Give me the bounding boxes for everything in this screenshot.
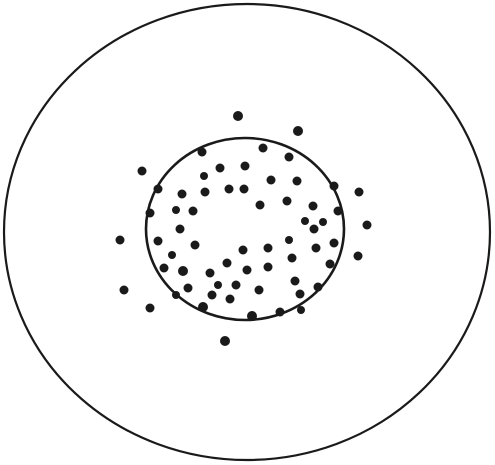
particle-dot: [172, 291, 180, 299]
particle-dot: [326, 260, 335, 269]
particle-dot: [243, 266, 252, 275]
particle-dot: [296, 290, 305, 299]
particle-dot: [232, 281, 241, 290]
particle-dot: [138, 167, 147, 176]
particle-dot: [146, 304, 155, 313]
particle-dot: [312, 244, 321, 253]
particle-group: [116, 111, 372, 346]
particle-dot: [288, 254, 297, 263]
particle-dot: [355, 188, 364, 197]
particle-dot: [309, 202, 318, 211]
particle-dot: [255, 286, 264, 295]
particle-dot: [259, 144, 268, 153]
particle-dot: [178, 266, 188, 276]
particle-dot: [310, 225, 319, 234]
particle-dot: [146, 209, 155, 218]
particle-dot: [172, 206, 180, 214]
particle-dot: [330, 239, 339, 248]
particle-dot: [176, 225, 185, 234]
particle-dot: [319, 218, 327, 226]
particle-dot: [276, 308, 285, 317]
particle-dot: [200, 172, 208, 180]
particle-dot: [206, 269, 215, 278]
particle-dot: [267, 176, 276, 185]
particle-dot: [208, 291, 217, 300]
particle-dot: [226, 295, 235, 304]
particle-dot: [363, 221, 372, 230]
particle-dot: [283, 197, 292, 206]
particle-dot: [216, 164, 225, 173]
particle-dot: [198, 302, 208, 312]
particle-dot: [168, 251, 176, 259]
particle-dot: [264, 263, 273, 272]
particle-dot: [247, 311, 257, 321]
particle-dot: [285, 236, 293, 244]
particle-dot: [220, 336, 230, 346]
particle-dot: [291, 277, 300, 286]
particle-dot: [184, 284, 193, 293]
particle-dot: [160, 264, 169, 273]
particle-dot: [233, 111, 243, 121]
outer-circle: [4, 4, 490, 460]
particle-dot: [256, 201, 265, 210]
particle-dot: [116, 236, 125, 245]
particle-dot: [178, 190, 187, 199]
particle-dot: [301, 217, 309, 225]
particle-dot: [225, 185, 234, 194]
particle-dot: [240, 185, 249, 194]
particle-dot: [297, 306, 305, 314]
particle-dot: [293, 126, 303, 136]
particle-dot: [334, 207, 343, 216]
particle-dot: [198, 148, 207, 157]
particle-dot: [214, 281, 222, 289]
particle-dot: [285, 153, 294, 162]
particle-dot: [191, 241, 200, 250]
particle-dot: [314, 283, 323, 292]
particle-dot: [189, 207, 198, 216]
particle-dot: [293, 177, 302, 186]
particle-dot: [241, 162, 250, 171]
particle-dot: [239, 246, 248, 255]
particle-dot: [154, 237, 163, 246]
particle-dot: [201, 188, 210, 197]
particle-dot: [120, 286, 129, 295]
particle-dot: [330, 182, 339, 191]
particle-dot: [154, 185, 163, 194]
particle-dot: [223, 259, 232, 268]
particle-dot: [264, 244, 273, 253]
particle-dot: [354, 252, 363, 261]
